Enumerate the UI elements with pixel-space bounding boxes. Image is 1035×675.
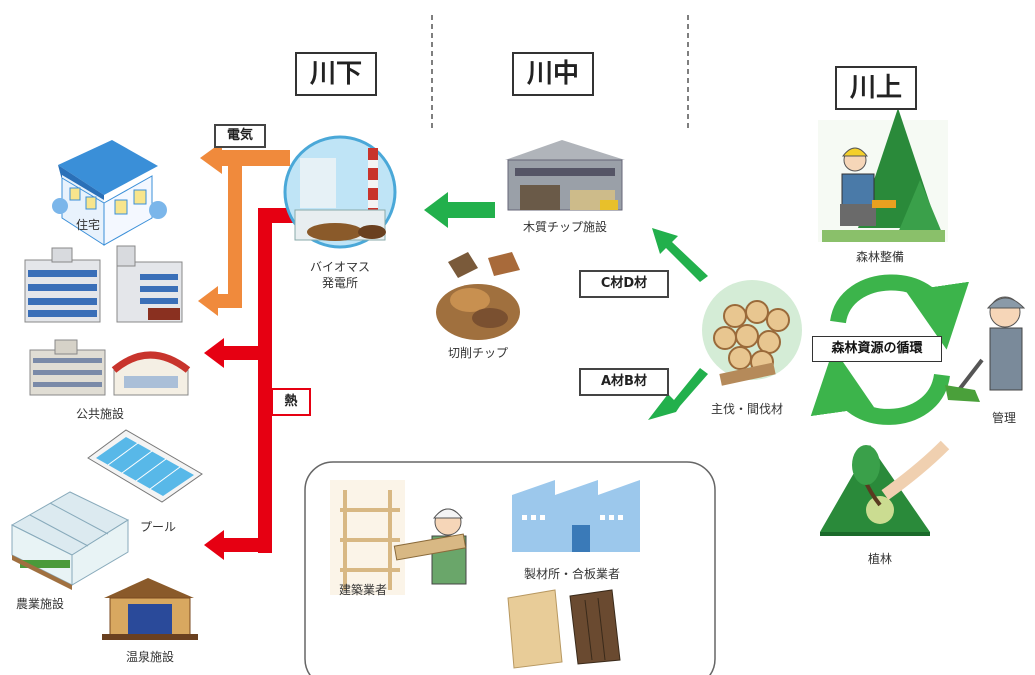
office-buildings-icon xyxy=(24,245,183,323)
plywood-boards-icon xyxy=(507,589,621,669)
cycle-arrow-bottom xyxy=(810,348,950,425)
public-facilities-icon xyxy=(29,339,191,396)
label-construction: 建築業者 xyxy=(338,583,388,597)
chip-facility-icon xyxy=(505,140,625,211)
label-pool: プール xyxy=(139,520,177,534)
forest-maintenance-icon xyxy=(818,108,948,242)
wood-arrows xyxy=(424,192,708,420)
biomass-plant-icon xyxy=(283,135,397,249)
label-chip-facility: 木質チップ施設 xyxy=(522,220,608,234)
label-public-facilities: 公共施設 xyxy=(75,407,125,421)
label-cut-chips: 切削チップ xyxy=(447,346,509,360)
house-icon xyxy=(52,140,167,246)
greenhouse-icon xyxy=(10,491,130,590)
cycle-label: 森林資源の循環 xyxy=(812,336,942,362)
tag-heat: 熱 xyxy=(271,388,311,416)
label-biomass-plant-line2: 発電所 xyxy=(321,276,359,290)
label-sawmill: 製材所・合板業者 xyxy=(523,567,621,581)
label-management: 管理 xyxy=(991,411,1017,425)
construction-worker-icon xyxy=(330,480,467,595)
header-upstream: 川上 xyxy=(835,66,917,110)
logs-icon xyxy=(702,280,802,386)
header-midstream: 川中 xyxy=(512,52,594,96)
tag-cd-wood: C材D材 xyxy=(579,270,669,298)
cut-chips-icon xyxy=(436,252,520,340)
tag-electricity: 電気 xyxy=(214,124,266,148)
heat-arrows xyxy=(204,208,298,560)
cycle-arrow-top xyxy=(830,274,969,350)
label-agri-facilities: 農業施設 xyxy=(15,597,65,611)
label-hot-spring: 温泉施設 xyxy=(125,650,175,664)
label-biomass-plant-line1: バイオマス xyxy=(309,260,371,274)
tag-ab-wood: A材B材 xyxy=(579,368,669,396)
label-forest-maintenance: 森林整備 xyxy=(855,250,905,264)
planting-icon xyxy=(820,440,950,536)
management-worker-icon xyxy=(945,296,1026,402)
header-downstream: 川下 xyxy=(295,52,377,96)
label-housing: 住宅 xyxy=(75,218,101,232)
sawmill-icon xyxy=(512,480,640,552)
pool-icon xyxy=(87,429,203,503)
label-logs: 主伐・間伐材 xyxy=(710,402,784,416)
processors-box xyxy=(304,461,716,675)
electricity-arrows xyxy=(198,142,290,316)
hot-spring-icon xyxy=(102,578,198,640)
label-planting: 植林 xyxy=(867,552,893,566)
